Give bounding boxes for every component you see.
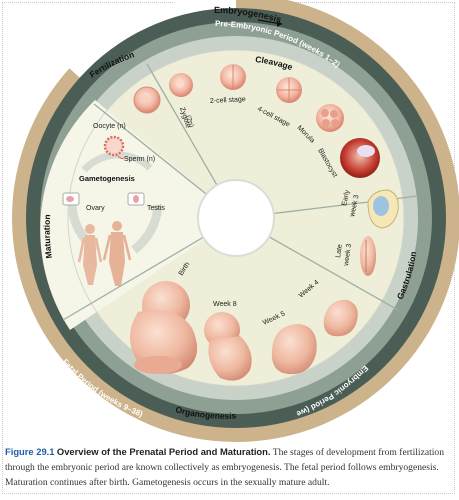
early-week3-embryo-illustration	[367, 189, 399, 229]
birth-fetus-illustration	[130, 281, 198, 374]
adult-male-illustration	[102, 221, 132, 286]
week4-embryo-illustration	[323, 299, 358, 337]
figure-number: Figure 29.1	[5, 446, 55, 457]
gametogenesis-title: Gametogenesis	[79, 174, 135, 183]
figure-caption: Figure 29.1 Overview of the Prenatal Per…	[5, 444, 453, 490]
late-week3-embryo-illustration	[360, 236, 376, 276]
two-cell-illustration	[220, 64, 246, 90]
late-week3-label-line1: Late	[335, 244, 344, 259]
early-week3-label-line2: week 3	[349, 194, 361, 218]
late-week3-label-line2: week 3	[343, 243, 353, 267]
maturation-label: Maturation	[42, 214, 54, 259]
ovary-label: Ovary	[86, 205, 105, 212]
figure-caption-text: The stages of development from fertiliza…	[5, 447, 445, 488]
four-cell-illustration	[276, 77, 302, 103]
fertilized-egg-illustration	[133, 86, 161, 114]
adult-female-illustration	[77, 224, 103, 285]
two-cell-label: 2-cell stage	[210, 96, 246, 105]
sperm-label: Sperm (n)	[124, 156, 155, 163]
morula-illustration	[316, 104, 344, 132]
oocyte-label: Oocyte (n)	[93, 123, 126, 130]
testis-label: Testis	[147, 205, 165, 212]
center-hub	[197, 179, 275, 257]
blastocyst-illustration	[340, 138, 380, 178]
week5-embryo-illustration	[271, 324, 317, 375]
early-week3-label-line1: Early	[341, 189, 351, 207]
oocyte-illustration	[103, 135, 125, 157]
figure-title: Overview of the Prenatal Period and Matu…	[56, 446, 271, 457]
week8-embryo-illustration	[204, 312, 252, 381]
week8-label: Week 8	[213, 301, 237, 308]
zygote-illustration	[169, 73, 193, 97]
zygote-ploidy-label: (2n)	[184, 114, 195, 128]
svg-text:Maturation: Maturation	[42, 214, 54, 259]
